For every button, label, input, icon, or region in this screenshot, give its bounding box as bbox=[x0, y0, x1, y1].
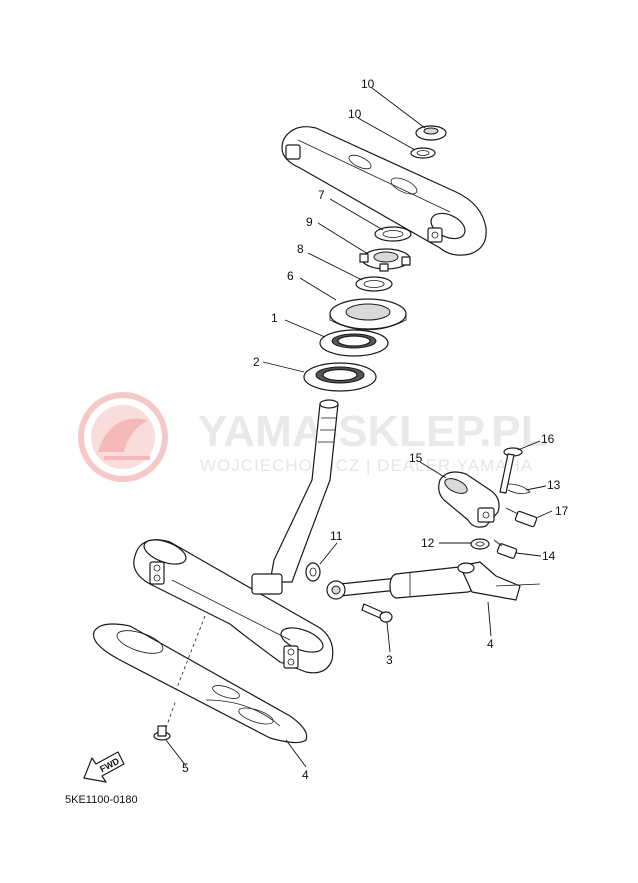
part-13-pin bbox=[499, 447, 523, 494]
part-3-seal bbox=[329, 298, 407, 331]
callout-10-left: 11 bbox=[330, 529, 343, 543]
part-6-nut bbox=[415, 125, 447, 141]
part-9-bolt bbox=[361, 603, 393, 623]
part-10-washer-right bbox=[470, 538, 490, 550]
callout-15: 17 bbox=[555, 504, 569, 518]
watermark-subtitle: WOJCIECHOWICZ | DEALER YAMAHA bbox=[200, 456, 533, 475]
callout-3: 6 bbox=[287, 269, 294, 283]
part-5-ring-nut bbox=[359, 248, 411, 272]
part-4-washer-lower bbox=[355, 276, 393, 292]
steering-stem bbox=[269, 399, 339, 583]
callout-labels: 10 10 7 9 8 6 1 2 16 15 13 17 11 12 14 4… bbox=[182, 77, 569, 782]
callout-16: 4 bbox=[302, 768, 309, 782]
part-4-washer-upper bbox=[374, 226, 412, 242]
callout-17: 5 bbox=[182, 761, 189, 775]
catalog-code: 5KE1100-0180 bbox=[65, 794, 138, 806]
callout-13: 16 bbox=[541, 432, 555, 446]
part-7-washer bbox=[410, 147, 436, 159]
callout-1: 1 bbox=[271, 311, 278, 325]
callout-14: 14 bbox=[542, 549, 556, 563]
part-15-bolt bbox=[505, 507, 538, 528]
callout-2: 2 bbox=[253, 355, 260, 369]
callout-4-lower: 8 bbox=[297, 242, 304, 256]
watermark-logo-icon bbox=[78, 392, 168, 482]
upper-bracket bbox=[281, 126, 487, 256]
callout-8: 4 bbox=[487, 637, 494, 651]
callout-4-upper: 7 bbox=[318, 188, 325, 202]
lower-bracket bbox=[133, 539, 334, 674]
callout-6: 10 bbox=[361, 77, 375, 91]
callout-9: 3 bbox=[386, 653, 393, 667]
part-14-bolt bbox=[493, 539, 518, 559]
watermark-brand: YAMA-SKLEP.PL bbox=[198, 407, 548, 456]
part-11-clip bbox=[507, 483, 531, 494]
watermark: YAMA-SKLEP.PL WOJCIECHOWICZ | DEALER YAM… bbox=[78, 392, 548, 482]
part-12-clamp bbox=[438, 471, 500, 528]
callout-5: 9 bbox=[306, 215, 313, 229]
part-1-bearing bbox=[319, 329, 389, 357]
part-16-cover-plate bbox=[92, 615, 308, 744]
callout-7: 10 bbox=[348, 107, 362, 121]
callout-11: 13 bbox=[547, 478, 561, 492]
callout-10-right: 12 bbox=[421, 536, 435, 550]
part-17-bolt bbox=[153, 699, 177, 741]
part-2-bearing bbox=[303, 362, 377, 392]
part-10-washer-left bbox=[305, 562, 321, 582]
callout-12: 15 bbox=[409, 451, 423, 465]
part-8-steering-damper bbox=[326, 561, 541, 601]
leader-lines bbox=[165, 87, 553, 768]
fwd-arrow-icon: FWD bbox=[83, 751, 125, 783]
